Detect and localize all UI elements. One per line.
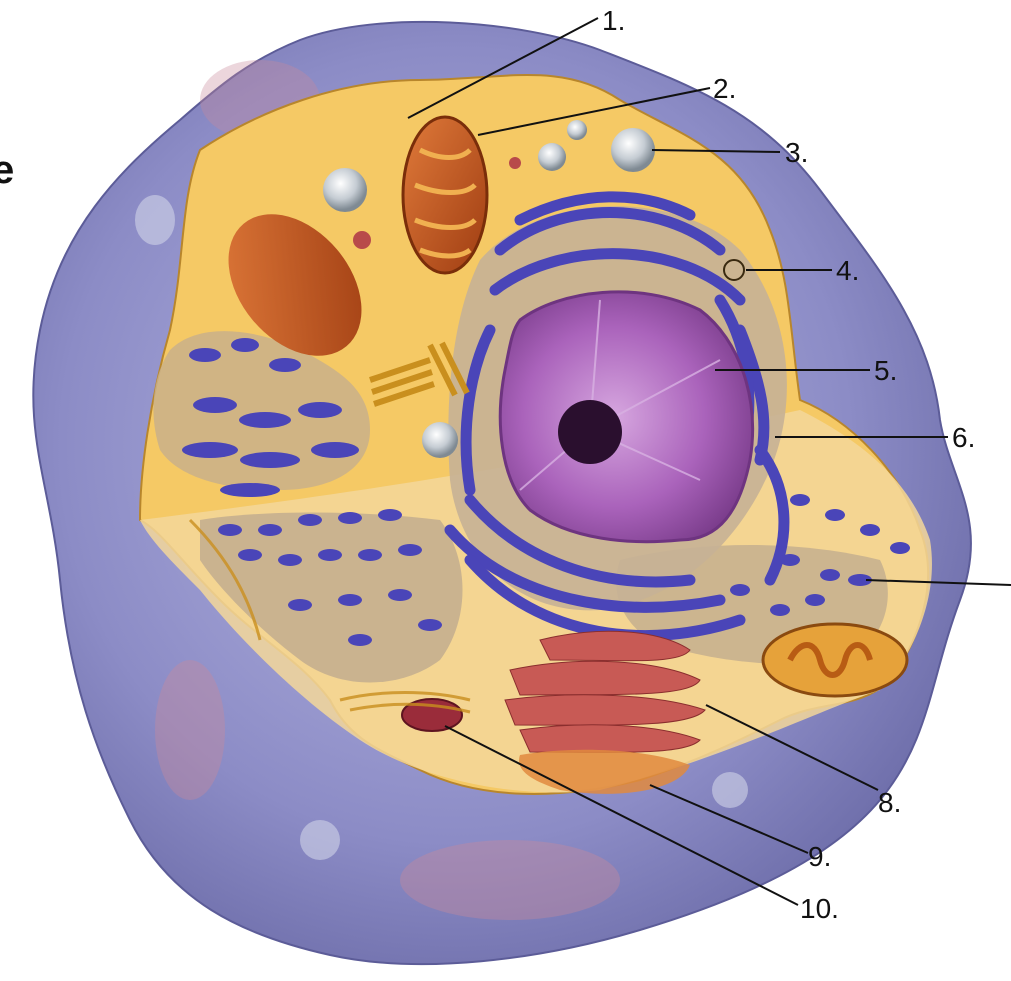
membrane-blob <box>135 195 175 245</box>
callout-label-9: 9. <box>808 841 831 872</box>
callout-label-4: 4. <box>836 255 859 286</box>
callout-label-3: 3. <box>785 137 808 168</box>
vesicle <box>422 422 458 458</box>
vesicle <box>323 168 367 212</box>
membrane-blob <box>400 840 620 920</box>
vesicle <box>611 128 655 172</box>
nucleolus <box>558 400 622 464</box>
callout-label-1: 1. <box>602 5 625 36</box>
nucleus <box>500 292 752 542</box>
mitochondrion-right <box>763 624 907 696</box>
membrane-blob <box>712 772 748 808</box>
vesicle <box>567 120 587 140</box>
callout-label-5: 5. <box>874 355 897 386</box>
mitochondrion-top <box>403 117 487 273</box>
membrane-blob <box>155 660 225 800</box>
small-lysosome <box>509 157 521 169</box>
callout-label-2: 2. <box>713 73 736 104</box>
small-lysosome <box>353 231 371 249</box>
vesicle <box>538 143 566 171</box>
callout-label-8: 8. <box>878 787 901 818</box>
callout-label-6: 6. <box>952 422 975 453</box>
membrane-blob <box>300 820 340 860</box>
callout-label-10: 10. <box>800 893 839 924</box>
